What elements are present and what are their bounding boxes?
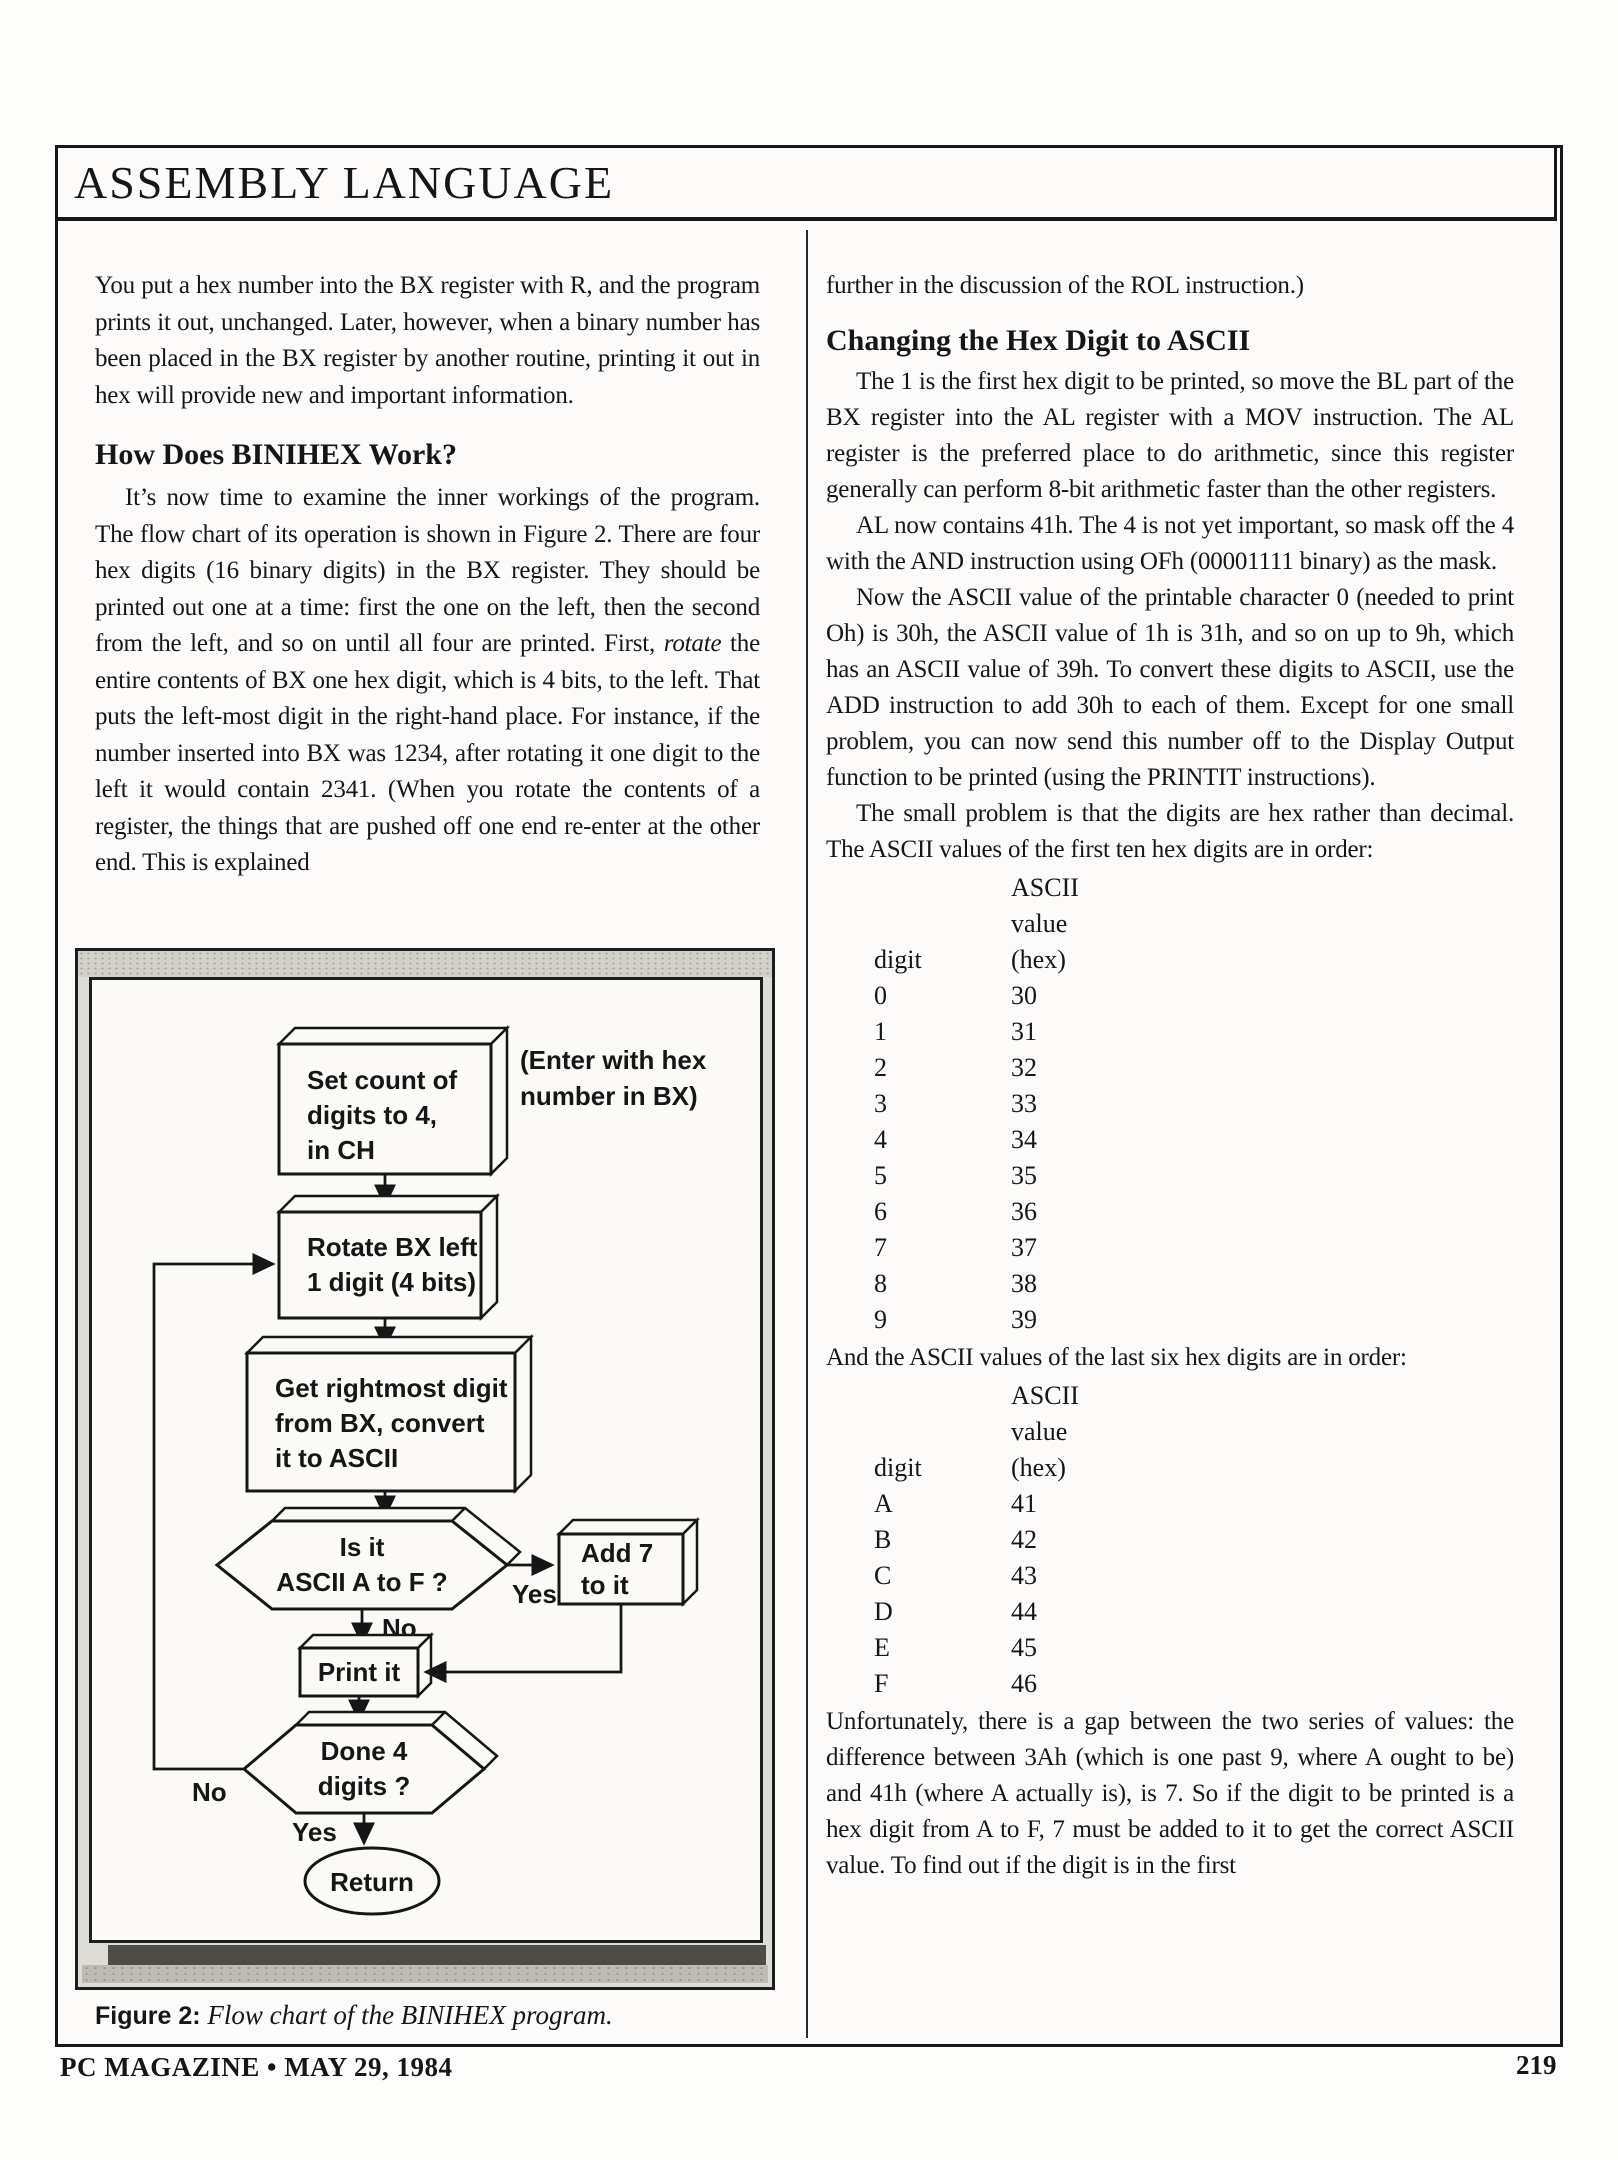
svg-text:digits ?: digits ? (318, 1771, 410, 1801)
table-header: digit (874, 1453, 922, 1482)
paragraph: further in the discussion of the ROL ins… (826, 272, 1304, 299)
no-label: No (192, 1777, 227, 1807)
svg-text:Is it: Is it (340, 1532, 385, 1562)
paragraph: AL now contains 41h. The 4 is not yet im… (826, 512, 1514, 575)
yes-label: Yes (512, 1579, 557, 1609)
node-return: Return (303, 1846, 441, 1916)
svg-text:in CH: in CH (307, 1135, 375, 1165)
loop-back-connector (152, 1253, 276, 1771)
node-is-ascii-a-to-f: Is it ASCII A to F ? (214, 1506, 522, 1611)
yes-label: Yes (292, 1817, 337, 1847)
svg-text:Set count of: Set count of (307, 1065, 458, 1095)
table-header: ASCII (1011, 1381, 1079, 1410)
svg-text:1 digit (4 bits): 1 digit (4 bits) (307, 1267, 476, 1297)
figure-caption-text: Flow chart of the BINIHEX program. (200, 2000, 613, 2030)
paragraph: The 1 is the first hex digit to be print… (826, 368, 1514, 503)
column-divider-rule (806, 230, 808, 2038)
left-column: You put a hex number into the BX registe… (95, 268, 760, 958)
add7-return-connector (423, 1604, 623, 1683)
section-heading-ascii: Changing the Hex Digit to ASCII (826, 324, 1251, 357)
paragraph: And the ASCII values of the last six hex… (826, 1344, 1407, 1371)
svg-text:to it: to it (581, 1570, 629, 1600)
flowchart-diagram: Set count of digits to 4, in CH (Enter w… (152, 1024, 707, 1916)
svg-text:Get rightmost digit: Get rightmost digit (275, 1373, 508, 1403)
svg-text:from BX, convert: from BX, convert (275, 1408, 485, 1438)
figure-shadow-outer (82, 1965, 768, 1983)
paragraph: You put a hex number into the BX registe… (95, 272, 760, 409)
paragraph: The small problem is that the digits are… (826, 800, 1514, 863)
enter-annotation: (Enter with hex (520, 1045, 707, 1075)
node-print-it: Print it (296, 1631, 435, 1700)
figure-caption: Figure 2: Flow chart of the BINIHEX prog… (95, 2000, 795, 2031)
table-header: (hex) (1011, 945, 1066, 974)
halftone-band (78, 951, 772, 977)
table-header: value (1011, 909, 1068, 938)
figure-caption-label: Figure 2: (95, 2002, 201, 2030)
svg-text:it to ASCII: it to ASCII (275, 1443, 398, 1473)
svg-text:ASCII A to F ?: ASCII A to F ? (276, 1567, 447, 1597)
table-header: (hex) (1011, 1453, 1066, 1482)
section-header: ASSEMBLY LANGUAGE (55, 145, 1557, 221)
svg-text:Add 7: Add 7 (581, 1538, 653, 1568)
table-header: ASCII (1011, 873, 1079, 902)
figure-2-flowchart: Set count of digits to 4, in CH (Enter w… (75, 948, 775, 1990)
paragraph-text: the entire contents of BX one hex digit,… (95, 630, 760, 876)
svg-text:digits to 4,: digits to 4, (307, 1100, 437, 1130)
node-set-count: Set count of digits to 4, in CH (275, 1024, 511, 1178)
paragraph-text: It’s now time to examine the inner worki… (95, 484, 760, 657)
svg-text:Done 4: Done 4 (321, 1736, 408, 1766)
node-done-4-digits: Done 4 digits ? (241, 1710, 499, 1815)
table-header: digit (874, 945, 922, 974)
svg-text:Print it: Print it (318, 1657, 401, 1687)
svg-text:Return: Return (330, 1867, 414, 1897)
svg-text:Rotate BX left: Rotate BX left (307, 1232, 478, 1262)
figure-shadow (108, 1945, 766, 1965)
right-column: further in the discussion of the ROL ins… (826, 268, 1514, 2046)
section-heading-binihex: How Does BINIHEX Work? (95, 438, 457, 471)
node-get-digit: Get rightmost digit from BX, convert it … (243, 1333, 535, 1495)
page-title: ASSEMBLY LANGUAGE (74, 157, 615, 208)
italic-word: rotate (663, 630, 722, 657)
node-rotate-bx: Rotate BX left 1 digit (4 bits) (275, 1192, 501, 1322)
node-add-7: Add 7 to it (555, 1516, 701, 1608)
paragraph: Now the ASCII value of the printable cha… (826, 584, 1514, 791)
paragraph: It’s now time to examine the inner worki… (95, 480, 760, 882)
enter-annotation: number in BX) (520, 1081, 698, 1111)
paragraph: Unfortunately, there is a gap between th… (826, 1708, 1514, 1879)
table-header: value (1011, 1417, 1068, 1446)
footer-page-number: 219 (1516, 2050, 1557, 2080)
footer-magazine-date: PC MAGAZINE • MAY 29, 1984 (60, 2052, 453, 2082)
